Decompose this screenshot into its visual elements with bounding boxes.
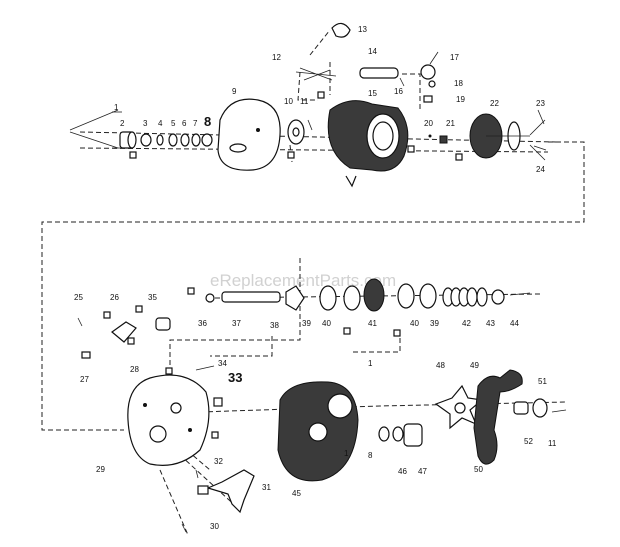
label-p15: 15 — [368, 89, 377, 98]
label-p44: 44 — [510, 319, 519, 328]
label-p1a: 1 — [114, 103, 119, 112]
label-p32: 32 — [214, 457, 223, 466]
label-p27: 27 — [80, 375, 89, 384]
label-p3: 3 — [143, 119, 148, 128]
label-p23: 23 — [536, 99, 545, 108]
label-p2: 2 — [120, 119, 125, 128]
label-p52: 52 — [524, 437, 533, 446]
label-p21: 21 — [446, 119, 455, 128]
label-p48: 48 — [436, 361, 445, 370]
label-p26: 26 — [110, 293, 119, 302]
label-p10: 10 — [284, 97, 293, 106]
label-p42: 42 — [462, 319, 471, 328]
label-p30: 30 — [210, 522, 219, 531]
label-p47: 47 — [418, 467, 427, 476]
label-p41: 41 — [368, 319, 377, 328]
label-p46: 46 — [398, 467, 407, 476]
label-p49: 49 — [470, 361, 479, 370]
label-p9: 9 — [232, 87, 237, 96]
label-p12: 12 — [272, 53, 281, 62]
label-p35: 35 — [148, 293, 157, 302]
label-p45: 45 — [292, 489, 301, 498]
label-p39b: 39 — [430, 319, 439, 328]
label-p43: 43 — [486, 319, 495, 328]
label-p39a: 39 — [302, 319, 311, 328]
part-labels: 1 2 3 4 5 6 7 8 9 10 11 12 13 14 15 16 1… — [74, 25, 557, 531]
middle-row-parts — [77, 278, 531, 359]
label-p50: 50 — [474, 465, 483, 474]
label-p40b: 40 — [410, 319, 419, 328]
label-p28: 28 — [130, 365, 139, 374]
label-p11b: 11 — [548, 439, 557, 448]
label-p16: 16 — [394, 87, 403, 96]
label-p11a: 11 — [300, 97, 309, 106]
label-p8: 8 — [204, 114, 211, 129]
label-p25: 25 — [74, 293, 83, 302]
label-p14: 14 — [368, 47, 377, 56]
label-p17: 17 — [450, 53, 459, 62]
label-p8b: 8 — [368, 451, 373, 460]
label-p33: 33 — [228, 370, 242, 385]
label-p37: 37 — [232, 319, 241, 328]
label-p38: 38 — [270, 321, 279, 330]
label-p1c: 1 — [344, 449, 349, 458]
label-p6: 6 — [182, 119, 187, 128]
label-p34: 34 — [218, 359, 227, 368]
label-p24: 24 — [536, 165, 545, 174]
label-p29: 29 — [96, 465, 105, 474]
label-p40a: 40 — [322, 319, 331, 328]
label-p18: 18 — [454, 79, 463, 88]
label-p31: 31 — [262, 483, 271, 492]
label-p4: 4 — [158, 119, 163, 128]
label-p5: 5 — [171, 119, 176, 128]
label-p36: 36 — [198, 319, 207, 328]
label-p7: 7 — [193, 119, 198, 128]
top-row-parts — [112, 22, 547, 188]
label-p22: 22 — [490, 99, 499, 108]
label-p51: 51 — [538, 377, 547, 386]
label-p1b: 1 — [368, 359, 373, 368]
label-p19: 19 — [456, 95, 465, 104]
label-p13: 13 — [358, 25, 367, 34]
watermark: eReplacementParts.com — [210, 271, 396, 290]
bottom-row-parts — [127, 365, 567, 533]
label-p20: 20 — [424, 119, 433, 128]
